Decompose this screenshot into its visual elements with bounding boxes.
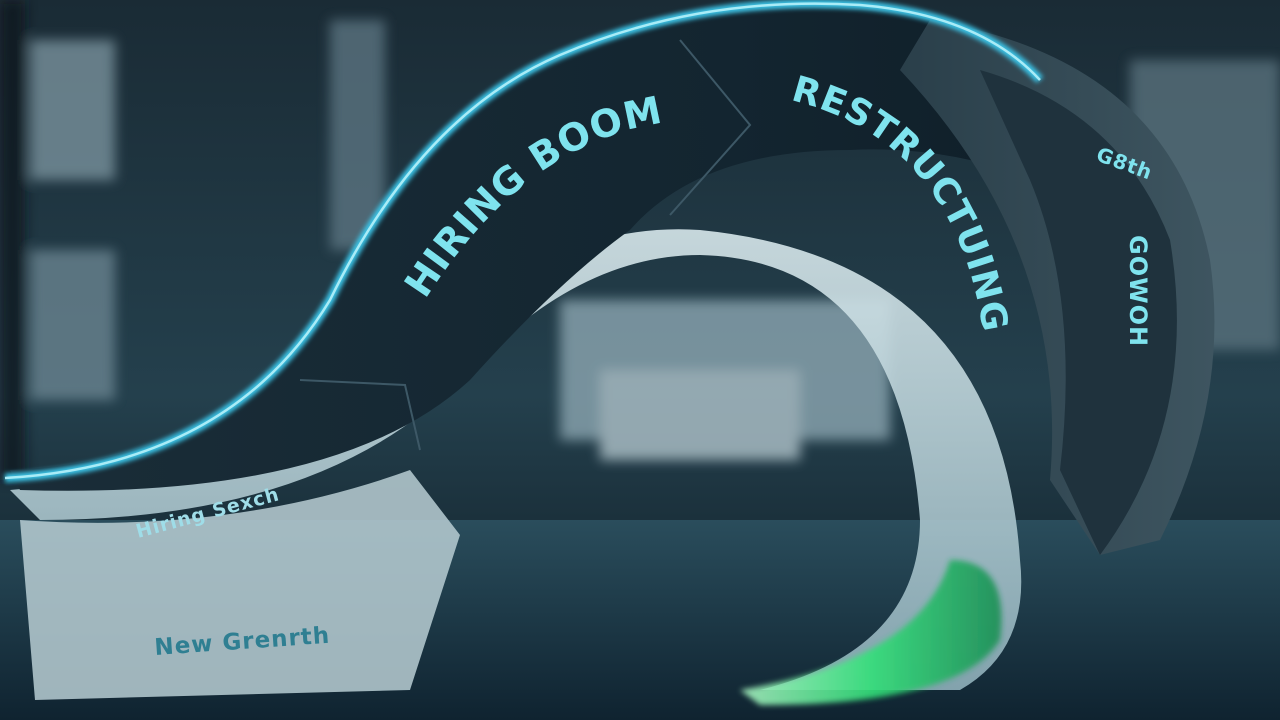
glass-base bbox=[20, 470, 460, 700]
dark-band bbox=[10, 8, 1210, 491]
label-growth: GOWOH bbox=[1124, 235, 1152, 347]
arrow-divider-2 bbox=[299, 379, 421, 451]
green-glow bbox=[740, 560, 1002, 705]
arrow-divider-1 bbox=[669, 39, 752, 216]
right-panel-front bbox=[980, 70, 1177, 555]
background-windows bbox=[0, 0, 1280, 480]
cyan-edge-core bbox=[4, 2, 1041, 480]
